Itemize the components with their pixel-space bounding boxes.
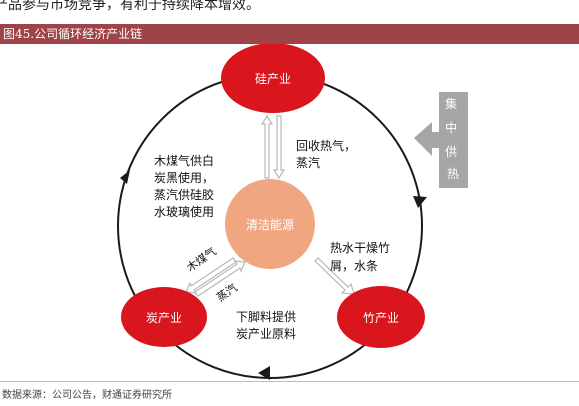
clean-energy-center bbox=[225, 179, 315, 269]
bamboo-industry-label: 竹产业 bbox=[363, 311, 399, 325]
carbon-industry-label: 炭产业 bbox=[146, 311, 182, 325]
right-annotation-line: 热水干燥竹 bbox=[330, 241, 390, 255]
bottom-annotation: 下脚料提供 炭产业原料 bbox=[236, 309, 300, 341]
bamboo-industry-node bbox=[337, 286, 425, 348]
central-heating-arrow bbox=[414, 92, 468, 188]
wood-gas-label: 木煤气 bbox=[184, 244, 219, 274]
bottom-rule bbox=[0, 381, 579, 382]
left-annotation: 木煤气供白 炭黑使用， 蒸汽供硅胶 水玻璃使用 bbox=[154, 153, 218, 219]
carbon-industry-node bbox=[121, 287, 207, 347]
bottom-annotation-line: 下脚料提供 bbox=[236, 309, 296, 324]
figure-title: 图45.公司循环经济产业链 bbox=[0, 24, 579, 44]
right-annotation: 热水干燥竹 屑，水条 bbox=[330, 241, 394, 273]
left-annotation-line: 蒸汽供硅胶 bbox=[154, 187, 214, 202]
intro-text: 产品参与市场竞争，有利于持续降本增效。 bbox=[0, 0, 260, 13]
cycle-arrowhead-right bbox=[413, 196, 427, 208]
top-right-annotation-line: 回收热气， bbox=[296, 138, 356, 153]
silicon-industry-node bbox=[221, 44, 325, 113]
right-annotation-line: 屑，水条 bbox=[330, 259, 378, 273]
central-heating-label: 集 中 供 热 bbox=[445, 96, 461, 181]
cycle-arrowhead-left bbox=[120, 170, 130, 184]
central-heating-box bbox=[439, 92, 468, 188]
source-note: 数据来源：公司公告，财通证券研究所 bbox=[2, 390, 172, 401]
arrow-energy-bamboo bbox=[314, 257, 355, 295]
silicon-industry-label: 硅产业 bbox=[255, 72, 291, 86]
arrow-silicon-energy bbox=[260, 114, 286, 180]
clean-energy-label: 清洁能源 bbox=[246, 218, 294, 232]
circular-economy-diagram: 集 中 供 热 硅产业 清洁能源 炭产业 竹产业 木煤气供白 炭黑使用， 蒸汽供… bbox=[117, 44, 468, 380]
left-annotation-line: 炭黑使用， bbox=[154, 170, 214, 185]
cycle-arrowhead-bottom bbox=[258, 366, 270, 380]
left-annotation-line: 木煤气供白 bbox=[154, 153, 214, 168]
arrow-carbon-energy bbox=[185, 257, 246, 297]
bottom-annotation-line: 炭产业原料 bbox=[236, 327, 296, 341]
top-right-annotation-line: 蒸汽 bbox=[296, 155, 320, 170]
left-annotation-line: 水玻璃使用 bbox=[154, 204, 214, 219]
top-right-annotation: 回收热气， 蒸汽 bbox=[296, 138, 360, 170]
steam-label: 蒸汽 bbox=[214, 280, 240, 304]
